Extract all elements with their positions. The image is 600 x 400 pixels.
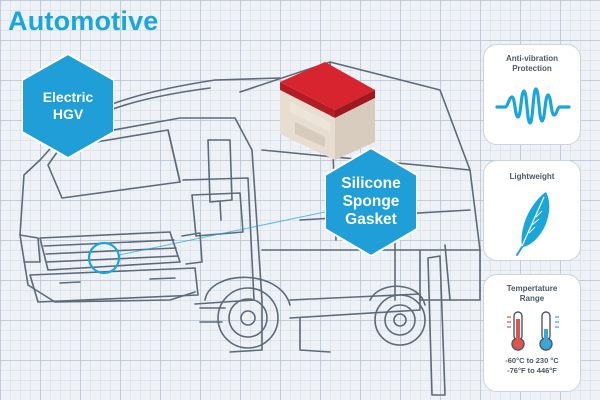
temperature-range-celsius: -60°C to 230 °C [505,356,559,365]
electric-hgv-label: Electric HGV [42,89,94,122]
temperature-range-card: Tempertature Range -60°C to 230 °C -76°F… [483,274,581,392]
page-title: Automotive [8,6,159,36]
hexagon-shape [22,54,114,158]
temperature-range-title: Tempertature Range [506,284,558,303]
grille-highlight-circle [87,241,121,275]
temperature-range-fahrenheit: -76°F to 446°F [507,366,557,375]
silicone-sponge-gasket-label: Silicone Sponge Gasket [341,174,401,229]
lightweight-title: Lightweight [509,172,555,181]
feather-icon [516,192,550,256]
thermometer-icon [507,311,559,351]
callout-leader-line [118,211,326,256]
lightweight-card: Lightweight [483,160,581,261]
vibration-wave-icon [495,87,571,125]
electric-hgv-badge: Electric HGV [22,54,114,158]
anti-vibration-card: Anti-vibration Protection [483,44,581,145]
anti-vibration-title: Anti-vibration Protection [506,54,558,73]
hexagon-shape [325,148,417,256]
silicone-sponge-gasket-badge: Silicone Sponge Gasket [325,148,417,256]
silicone-sponge-sample-image [280,62,375,160]
